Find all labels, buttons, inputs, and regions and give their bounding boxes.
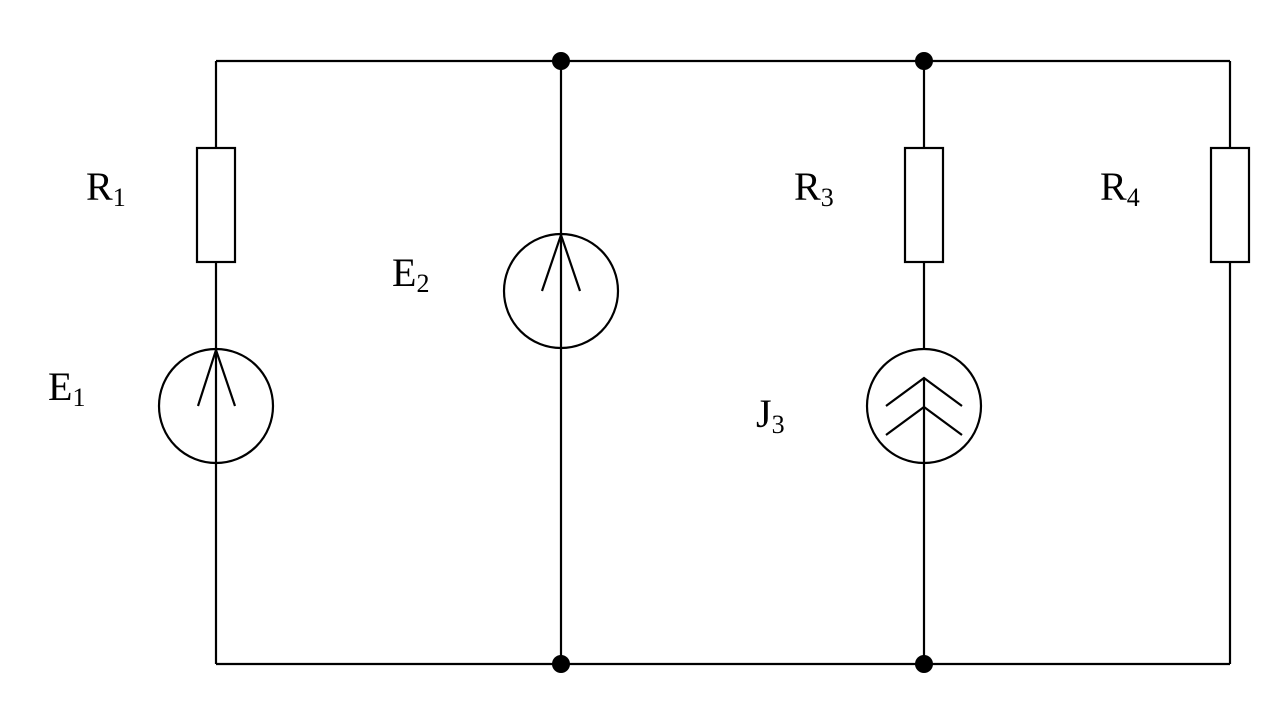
junction-dot <box>915 655 933 673</box>
wires <box>214 59 1232 666</box>
junction-dot <box>552 52 570 70</box>
voltage-source-e1 <box>157 346 275 465</box>
label-r3: R3 <box>794 164 834 212</box>
label-j3: J3 <box>756 391 785 439</box>
resistor-r3 <box>903 146 945 264</box>
current-source-j3-chevron-lower <box>885 405 963 436</box>
voltage-source-e2-arrow <box>540 231 582 292</box>
resistor-r4 <box>1209 146 1251 264</box>
voltage-source-e1-arrow <box>196 346 237 407</box>
label-r4: R4 <box>1100 164 1140 212</box>
label-r1: R1 <box>86 164 126 212</box>
junction-dot <box>915 52 933 70</box>
current-source-j3-chevron-upper <box>885 376 963 407</box>
junction-dot <box>552 655 570 673</box>
label-e1: E1 <box>48 364 85 412</box>
resistor-r1 <box>195 146 237 264</box>
voltage-source-e2 <box>502 231 620 350</box>
label-e2: E2 <box>392 250 429 298</box>
current-source-j3 <box>865 347 983 465</box>
